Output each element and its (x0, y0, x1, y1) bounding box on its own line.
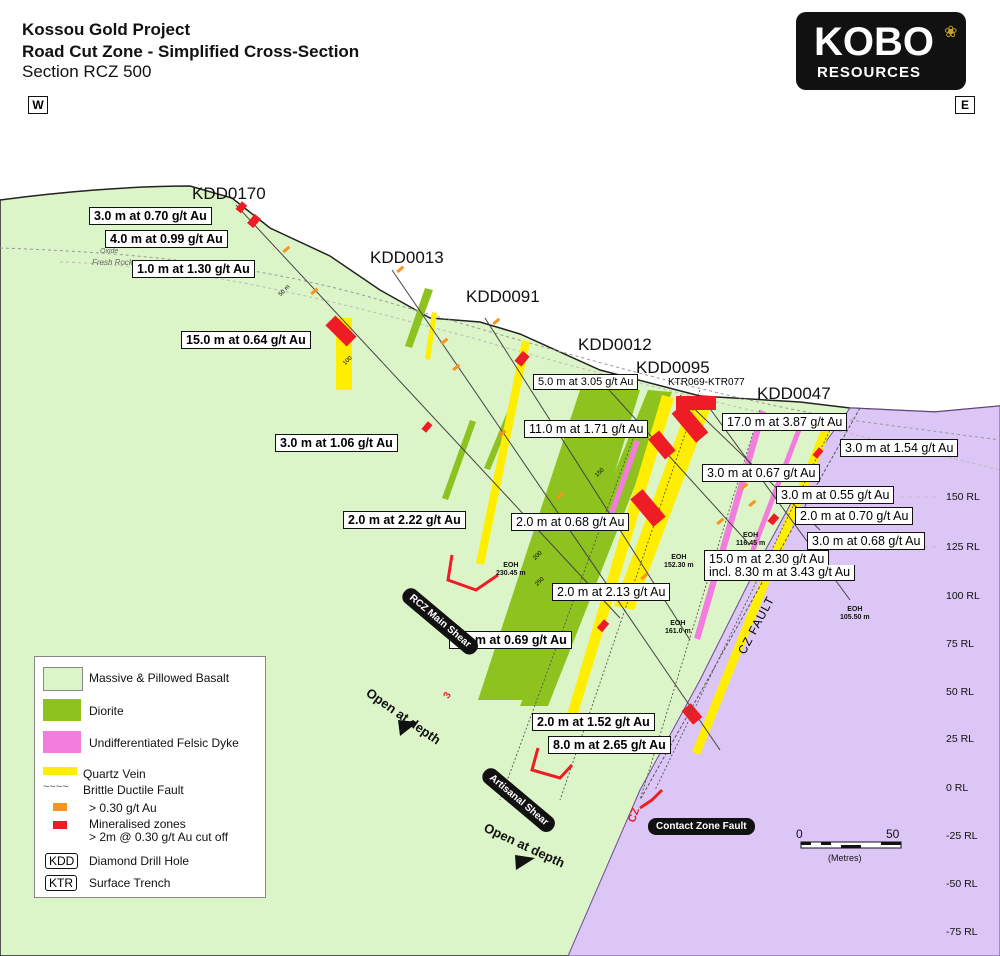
felsic-dyke-3 (607, 440, 640, 520)
intercept-label: 2.0 m at 0.70 g/t Au (795, 507, 914, 525)
diorite-dyke-2 (442, 420, 476, 500)
legend-kdd-box: KDD (45, 853, 79, 869)
hole-kdd0013: KDD0013 (370, 248, 444, 267)
maple-leaf-icon: ❀ (944, 24, 958, 41)
legend-quartz: Quartz Vein (83, 767, 146, 781)
title-line-1: Kossou Gold Project (22, 20, 191, 39)
hole-kdd0095: KDD0095 (636, 358, 710, 377)
intercept-label: 15.0 m at 2.30 g/t Au (704, 550, 830, 566)
hole-kdd0012: KDD0012 (578, 335, 652, 354)
gold-ticks (282, 245, 757, 581)
intercept-label: 3.0 m at 0.68 g/t Au (807, 532, 926, 550)
diorite-dyke-1 (405, 288, 433, 348)
scale-unit: (Metres) (828, 853, 862, 863)
east-marker: E (955, 96, 975, 114)
mineralised-zones (235, 201, 824, 725)
hole-kdd0170: KDD0170 (192, 184, 266, 203)
rl-label: 50 RL (946, 686, 975, 698)
intercept-label: 11.0 m at 1.71 g/t Au (524, 420, 649, 438)
legend-swatch-orange (53, 803, 67, 811)
legend-orange: > 0.30 g/t Au (89, 801, 157, 815)
scale-bar (800, 841, 902, 849)
hole-kdd0091: KDD0091 (466, 287, 540, 306)
quartz-vein-4 (566, 395, 674, 720)
intercept-label: 4.0 m at 0.99 g/t Au (105, 230, 228, 248)
fresh-rock-label: Fresh Rock (92, 258, 133, 267)
open-depth-arrow-1 (398, 720, 418, 736)
legend-ktr-box: KTR (45, 875, 77, 891)
rl-label: 25 RL (946, 733, 975, 745)
rl-label: -25 RL (946, 830, 978, 842)
logo-main: KOBO (814, 20, 934, 64)
legend-swatch-quartz (43, 767, 77, 775)
diorite-band-2 (520, 390, 672, 706)
rl-label: -50 RL (946, 878, 978, 890)
legend-swatch-fault: ~~~~ (43, 781, 69, 793)
intercept-label: 15.0 m at 0.64 g/t Au (181, 331, 311, 349)
diorite-band-main (478, 390, 640, 700)
scale-start: 0 (796, 827, 803, 841)
rl-label: 75 RL (946, 638, 975, 650)
rl-label: 100 RL (946, 590, 980, 602)
intercept-label: 3.0 m at 0.70 g/t Au (89, 207, 212, 225)
legend-swatch-diorite (43, 699, 81, 721)
quartz-vein-6 (425, 312, 437, 360)
rl-label: 150 RL (946, 491, 980, 503)
legend-red-cutoff: > 2m @ 0.30 g/t Au cut off (89, 830, 229, 844)
legend-diorite: Diorite (89, 704, 124, 718)
quartz-vein-2 (476, 340, 530, 565)
rl-label: 0 RL (946, 782, 969, 794)
legend-swatch-red (53, 821, 67, 829)
legend-ktr: Surface Trench (89, 876, 171, 890)
legend: Massive & Pillowed Basalt Diorite Undiff… (34, 656, 266, 898)
legend-kdd: Diamond Drill Hole (89, 854, 190, 868)
legend-basalt: Massive & Pillowed Basalt (89, 671, 230, 685)
oxide-line (0, 247, 1000, 441)
legend-swatch-felsic (43, 731, 81, 753)
kobo-logo: KOBO RESOURCES ❀ (796, 12, 966, 90)
intercept-label-incl: incl. 8.30 m at 3.43 g/t Au (704, 565, 856, 581)
intercept-label: 2.0 m at 2.13 g/t Au (552, 583, 671, 601)
logo-sub: RESOURCES (817, 64, 922, 81)
intercept-label: 5.0 m at 0.69 g/t Au (449, 631, 572, 649)
felsic-dyke-2 (743, 420, 805, 570)
intercept-label: 17.0 m at 3.87 g/t Au (722, 413, 848, 431)
shear-markers (446, 554, 664, 810)
legend-swatch-basalt (43, 667, 83, 691)
intercept-label: 2.0 m at 1.52 g/t Au (532, 713, 655, 731)
intercept-label: 8.0 m at 2.65 g/t Au (548, 736, 671, 754)
intercept-label: 5.0 m at 3.05 g/t Au (533, 374, 639, 390)
hole-kdd0047: KDD0047 (757, 384, 831, 403)
scale-end: 50 (886, 827, 900, 841)
legend-felsic: Undifferentiated Felsic Dyke (89, 736, 239, 750)
rl-label: 125 RL (946, 541, 980, 553)
intercept-label: 3.0 m at 1.54 g/t Au (840, 439, 959, 457)
trench-label: KTR069-KTR077 (668, 377, 745, 388)
contact-zone-fault-tag: Contact Zone Fault (648, 818, 755, 835)
intercept-label: 3.0 m at 0.55 g/t Au (776, 486, 895, 504)
intercept-label: 3.0 m at 0.67 g/t Au (702, 464, 821, 482)
quartz-vein-3 (614, 400, 712, 610)
title-line-3: Section RCZ 500 (22, 62, 152, 81)
title-line-2: Road Cut Zone - Simplified Cross-Section (22, 42, 360, 61)
intercept-label: 2.0 m at 2.22 g/t Au (343, 511, 466, 529)
west-marker: W (28, 96, 48, 114)
legend-red: Mineralised zones (89, 817, 186, 831)
open-depth-arrow-2 (515, 855, 535, 870)
intercept-label: 1.0 m at 1.30 g/t Au (132, 260, 255, 278)
intercept-label: 2.0 m at 0.68 g/t Au (511, 513, 630, 531)
legend-fault: Brittle Ductile Fault (83, 783, 184, 797)
rl-label: -75 RL (946, 926, 978, 938)
intercept-label: 3.0 m at 1.06 g/t Au (275, 434, 398, 452)
oxide-label: Oxide (100, 248, 119, 255)
